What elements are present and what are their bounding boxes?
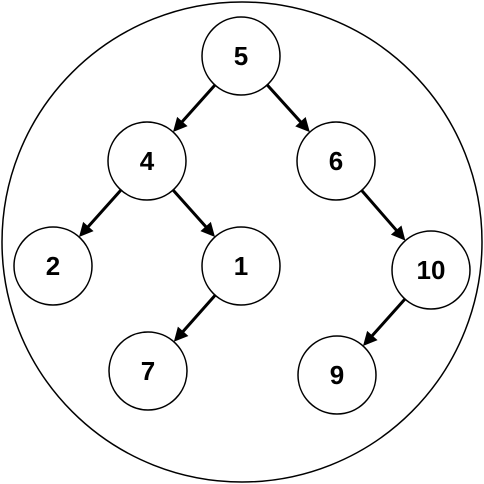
- node-5-label: 5: [234, 41, 248, 71]
- edge-5-to-4-arrowhead: [173, 116, 188, 132]
- node-10-circle: [391, 230, 471, 310]
- node-1: 1: [201, 226, 281, 306]
- edges-layer: [79, 83, 407, 346]
- node-7-label: 7: [141, 356, 155, 386]
- node-10: 10: [391, 230, 471, 310]
- edge-6-to-10-arrowhead: [390, 225, 406, 241]
- node-2: 2: [13, 226, 93, 306]
- edge-4-to-2-line: [85, 189, 123, 230]
- node-4-label: 4: [140, 146, 155, 176]
- node-9-label: 9: [330, 360, 344, 390]
- node-10-label: 10: [417, 255, 446, 285]
- edge-4-to-2-arrowhead: [79, 221, 94, 237]
- edge-4-to-1-line: [171, 189, 209, 230]
- edge-5-to-6-arrowhead: [295, 117, 310, 133]
- edge-1-to-7-line: [180, 294, 217, 334]
- node-1-label: 1: [234, 251, 248, 281]
- edge-10-to-9-arrowhead: [363, 330, 378, 346]
- nodes-layer: 5 4 6 2 1 10 7 9: [13, 16, 471, 415]
- edge-6-to-10-line: [360, 189, 399, 233]
- edge-5-to-4-line: [179, 84, 217, 125]
- node-2-label: 2: [46, 251, 60, 281]
- node-9: 9: [297, 335, 377, 415]
- node-1-circle: [201, 226, 281, 306]
- edge-1-to-7-arrowhead: [173, 326, 189, 342]
- node-6-circle: [296, 121, 376, 201]
- node-7-circle: [108, 331, 188, 411]
- node-4-circle: [107, 121, 187, 201]
- edge-5-to-6-line: [266, 83, 303, 125]
- node-5: 5: [201, 16, 281, 96]
- node-9-circle: [297, 335, 377, 415]
- node-6-label: 6: [329, 146, 343, 176]
- edge-4-to-1-arrowhead: [200, 221, 215, 237]
- node-4: 4: [107, 121, 187, 201]
- node-5-circle: [201, 16, 281, 96]
- node-7: 7: [108, 331, 188, 411]
- node-6: 6: [296, 121, 376, 201]
- edge-10-to-9-line: [369, 298, 407, 339]
- node-2-circle: [13, 226, 93, 306]
